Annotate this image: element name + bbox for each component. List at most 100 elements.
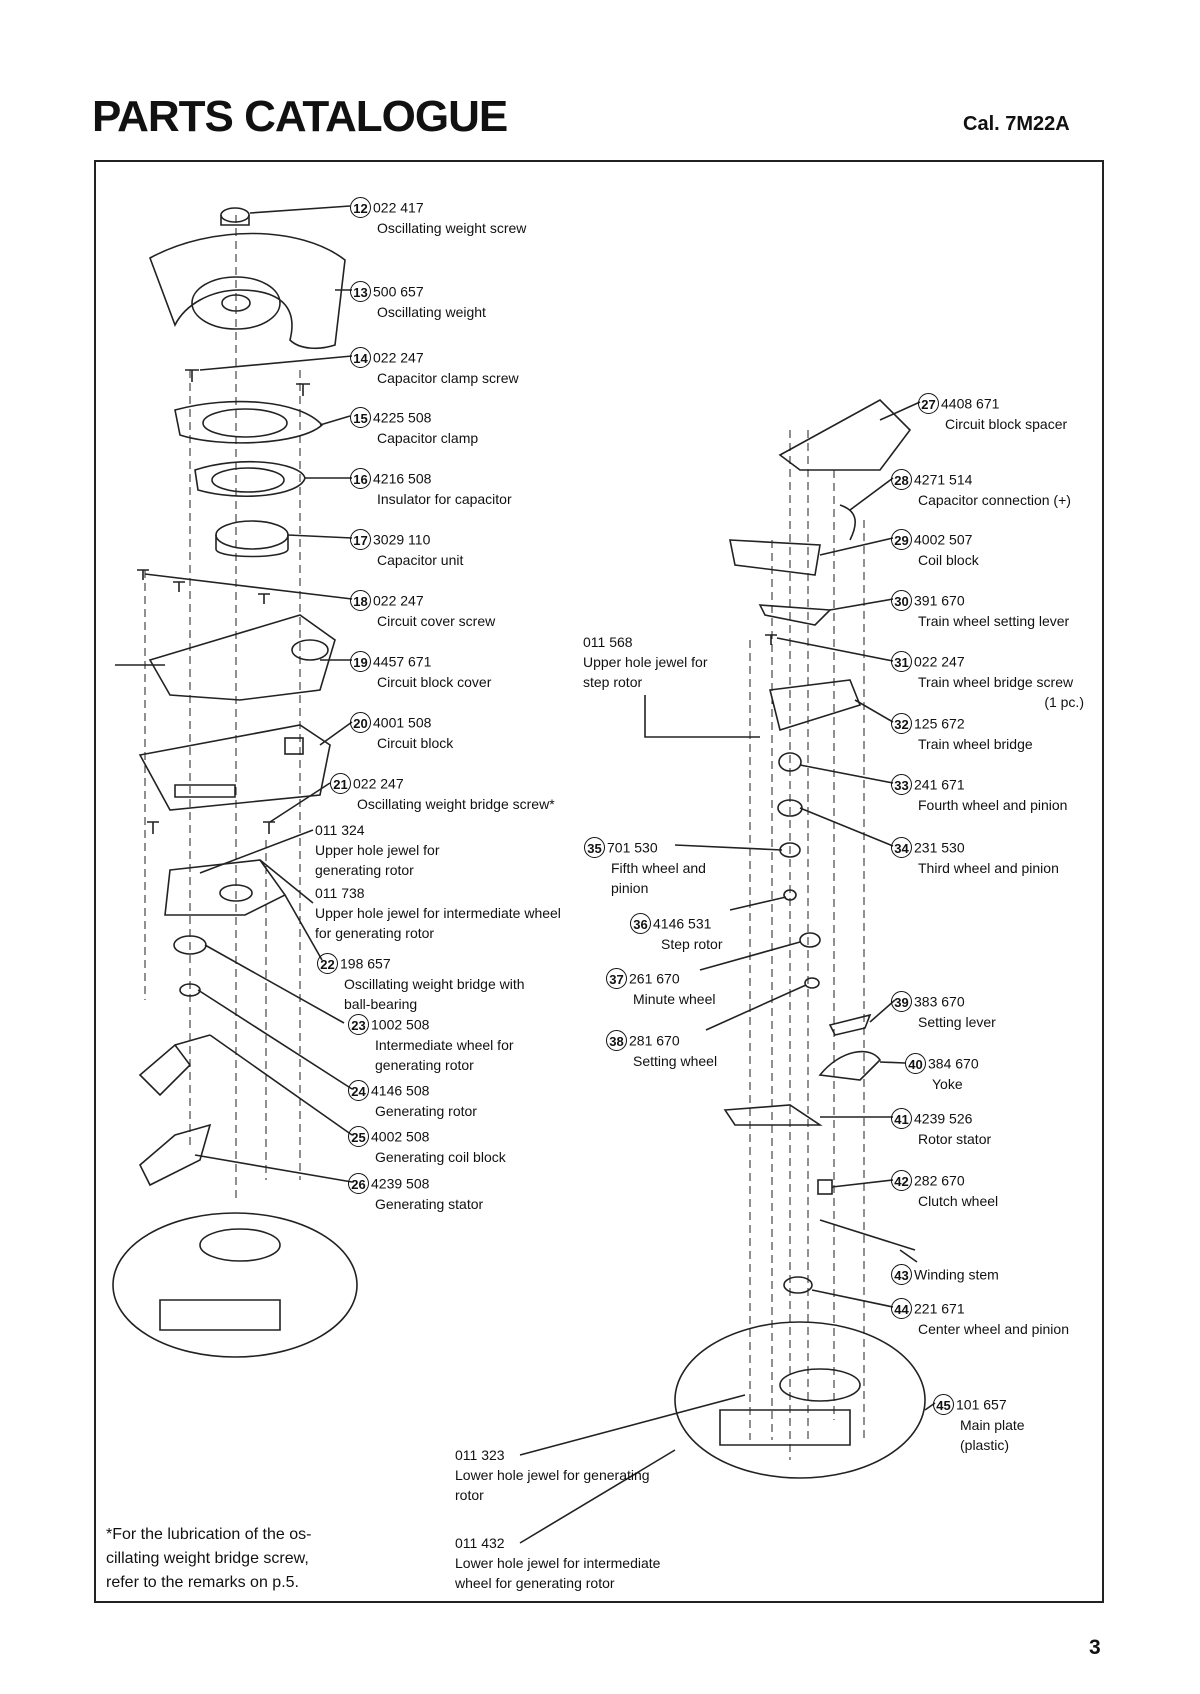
callout-number: 24 bbox=[348, 1079, 369, 1101]
part-code: 022 247 bbox=[373, 592, 424, 609]
callout-number: 21 bbox=[330, 772, 351, 794]
part-code: 4146 531 bbox=[653, 915, 712, 932]
part-code: 701 530 bbox=[607, 839, 658, 856]
part-name: Circuit cover screw bbox=[377, 612, 496, 629]
part-code: 3029 110 bbox=[373, 531, 431, 548]
part-code: 1002 508 bbox=[371, 1016, 430, 1033]
part-name: Step rotor bbox=[661, 935, 723, 952]
part-name-cont: (1 pc.) bbox=[1044, 693, 1084, 710]
jewel-name: Upper hole jewel for bbox=[315, 842, 440, 858]
part-name-cont: (plastic) bbox=[960, 1436, 1010, 1453]
part-name: Generating stator bbox=[375, 1195, 484, 1212]
part-code: 221 671 bbox=[914, 1300, 965, 1317]
part-name: Clutch wheel bbox=[918, 1192, 999, 1209]
part-name: Circuit block bbox=[377, 734, 454, 751]
part-name: Capacitor unit bbox=[377, 551, 464, 568]
jewel-code: 011 568 bbox=[583, 634, 633, 650]
callout-number: 43 bbox=[891, 1263, 912, 1285]
callout-number: 39 bbox=[891, 990, 912, 1012]
part-name: Main plate bbox=[960, 1416, 1025, 1433]
part-code: 4225 508 bbox=[373, 409, 432, 426]
footnote-line: cillating weight bridge screw, bbox=[106, 1550, 309, 1567]
part-code: 022 247 bbox=[373, 349, 424, 366]
part-name: Setting wheel bbox=[633, 1052, 718, 1069]
part-name: Intermediate wheel for bbox=[375, 1036, 514, 1053]
part-code: 4239 508 bbox=[371, 1175, 430, 1192]
part-name-cont: generating rotor bbox=[375, 1056, 474, 1073]
part-code: 384 670 bbox=[928, 1055, 979, 1072]
callout-number: 13 bbox=[350, 280, 371, 302]
part-name: Train wheel bridge screw bbox=[918, 673, 1074, 690]
part-code: 4271 514 bbox=[914, 471, 973, 488]
jewel-011-738: 011 738 Upper hole jewel for intermediat… bbox=[315, 883, 561, 943]
callout-number: 41 bbox=[891, 1107, 912, 1129]
part-code: 198 657 bbox=[340, 955, 391, 972]
callout-number: 27 bbox=[918, 392, 939, 414]
callout-number: 35 bbox=[584, 836, 605, 858]
callout-number: 26 bbox=[348, 1172, 369, 1194]
callout-number: 44 bbox=[891, 1297, 912, 1319]
part-name: Generating coil block bbox=[375, 1148, 506, 1165]
part-name: Generating rotor bbox=[375, 1102, 477, 1119]
jewel-code: 011 323 bbox=[455, 1447, 505, 1463]
jewel-011-568: 011 568 Upper hole jewel for step rotor bbox=[583, 632, 708, 692]
part-name: Circuit block cover bbox=[377, 673, 492, 690]
part-code: 101 657 bbox=[956, 1396, 1007, 1413]
part-code: 125 672 bbox=[914, 715, 965, 732]
jewel-code: 011 738 bbox=[315, 885, 365, 901]
part-name: Third wheel and pinion bbox=[918, 859, 1059, 876]
part-name: Capacitor connection (+) bbox=[918, 491, 1071, 508]
jewel-name: Lower hole jewel for intermediate bbox=[455, 1555, 661, 1571]
callout-number: 37 bbox=[606, 967, 627, 989]
part-code: 383 670 bbox=[914, 993, 965, 1010]
diagram-frame bbox=[94, 160, 1104, 1603]
jewel-code: 011 432 bbox=[455, 1535, 505, 1551]
page-number: 3 bbox=[1089, 1636, 1101, 1659]
jewel-code: 011 324 bbox=[315, 822, 365, 838]
part-code: 4216 508 bbox=[373, 470, 432, 487]
jewel-name-cont: wheel for generating rotor bbox=[455, 1575, 615, 1591]
jewel-011-324: 011 324 Upper hole jewel for generating … bbox=[315, 820, 440, 880]
callout-number: 16 bbox=[350, 467, 371, 489]
part-name: Train wheel setting lever bbox=[918, 612, 1070, 629]
footnote-line: *For the lubrication of the os- bbox=[106, 1526, 312, 1543]
part-code: 4408 671 bbox=[941, 395, 1000, 412]
jewel-011-323: 011 323 Lower hole jewel for generating … bbox=[455, 1445, 650, 1505]
part-name: Minute wheel bbox=[633, 990, 716, 1007]
callout-number: 33 bbox=[891, 773, 912, 795]
part-code: 500 657 bbox=[373, 283, 424, 300]
callout-number: 31 bbox=[891, 650, 912, 672]
part-name: Center wheel and pinion bbox=[918, 1320, 1069, 1337]
callout-number: 30 bbox=[891, 589, 912, 611]
part-code: 4239 526 bbox=[914, 1110, 973, 1127]
part-name: Oscillating weight bridge with bbox=[344, 975, 525, 992]
part-code: 4002 508 bbox=[371, 1128, 430, 1145]
callout-number: 40 bbox=[905, 1052, 926, 1074]
callout-number: 20 bbox=[350, 711, 371, 733]
callout-number: 38 bbox=[606, 1029, 627, 1051]
part-code: 282 670 bbox=[914, 1172, 965, 1189]
part-name: Fifth wheel and bbox=[611, 859, 706, 876]
